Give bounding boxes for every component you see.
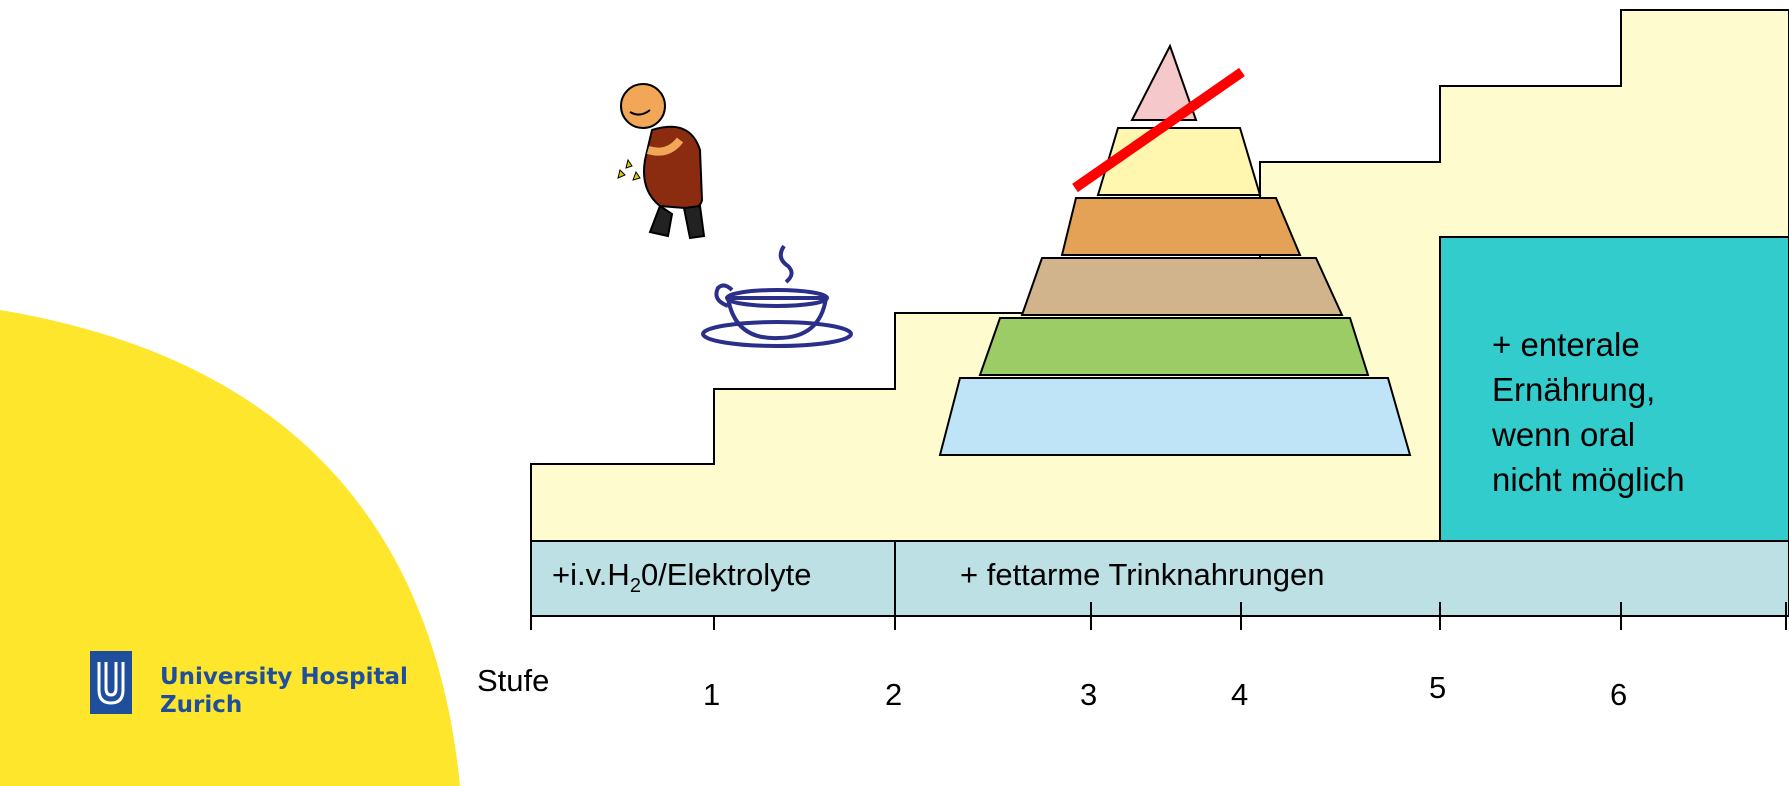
- axis-tick-label: 5: [1429, 670, 1447, 705]
- food-pyramid-illustration: [938, 43, 1412, 456]
- axis-tick-label: 3: [1080, 677, 1098, 712]
- axis-ticks: [530, 602, 1787, 630]
- axis-title: Stufe: [477, 663, 550, 698]
- axis-tick-label: 4: [1231, 677, 1249, 712]
- enteral-label: + enterale Ernährung, wenn oral nicht mö…: [1492, 322, 1685, 502]
- red-cross-line: [1072, 67, 1245, 193]
- enteral-line: nicht möglich: [1492, 461, 1685, 498]
- iv-electrolyte-label: +i.v.H20/Elektrolyte: [552, 557, 812, 598]
- hospital-logo-text: University Hospital Zurich: [160, 663, 408, 719]
- tea-cup-illustration: [701, 244, 853, 348]
- enteral-line: Ernährung,: [1492, 371, 1656, 408]
- enteral-line: wenn oral: [1492, 416, 1636, 453]
- enteral-line: + enterale: [1492, 326, 1640, 363]
- axis-tick-label: 6: [1610, 677, 1628, 712]
- axis-tick-label: 2: [885, 677, 903, 712]
- sick-man-illustration: [600, 78, 720, 248]
- logo-mark: [90, 651, 132, 714]
- logo-line-1: University Hospital: [160, 664, 408, 690]
- logo-line-2: Zurich: [160, 692, 243, 718]
- fettarme-trinknahrungen-label: + fettarme Trinknahrungen: [960, 557, 1325, 592]
- enteral-block: [1439, 236, 1789, 542]
- axis-tick-label: 1: [703, 677, 721, 712]
